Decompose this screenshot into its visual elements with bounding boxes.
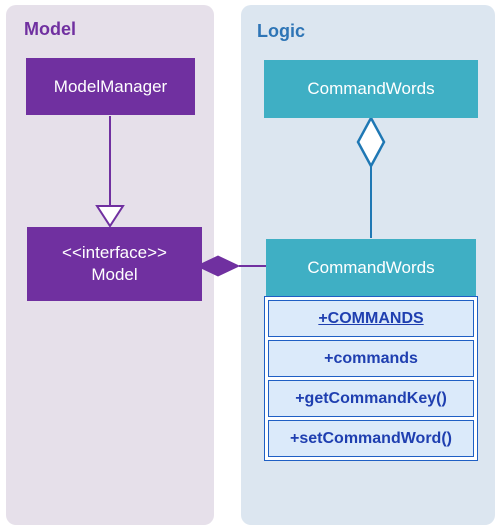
aggregation-diamond-model (195, 255, 241, 277)
class-model-name: Model (91, 265, 138, 284)
realization-arrowhead (95, 205, 125, 228)
logic-package-title: Logic (257, 21, 305, 41)
member-commands[interactable]: +commands (268, 340, 474, 377)
class-model-manager[interactable]: ModelManager (26, 58, 195, 115)
class-command-words-top[interactable]: CommandWords (264, 60, 478, 118)
model-package-title: Model (24, 19, 76, 39)
member-get-command-key[interactable]: +getCommandKey() (268, 380, 474, 417)
member-commands-static[interactable]: +COMMANDS (268, 300, 474, 337)
class-command-words-name: CommandWords (307, 257, 435, 277)
member-set-command-word[interactable]: +setCommandWord() (268, 420, 474, 457)
class-model-manager-name: ModelManager (53, 76, 168, 96)
class-model-interface[interactable]: <<interface>> Model (27, 227, 202, 301)
aggregation-diamond-top (356, 115, 386, 169)
class-model-stereotype: <<interface>> (62, 243, 167, 262)
class-command-words[interactable]: CommandWords (266, 239, 476, 296)
class-command-words-top-name: CommandWords (307, 79, 435, 98)
class-command-words-members: +COMMANDS +commands +getCommandKey() +se… (264, 296, 478, 461)
